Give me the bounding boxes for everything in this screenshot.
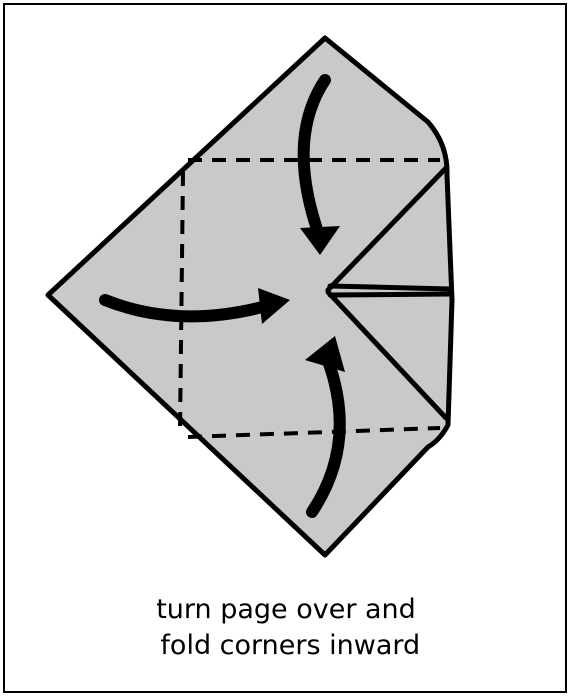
fold-diagram	[0, 0, 572, 600]
instruction-caption: turn page over and fold corners inward	[0, 592, 572, 664]
caption-line-1: turn page over and	[0, 592, 572, 628]
caption-line-2: fold corners inward	[0, 628, 572, 664]
